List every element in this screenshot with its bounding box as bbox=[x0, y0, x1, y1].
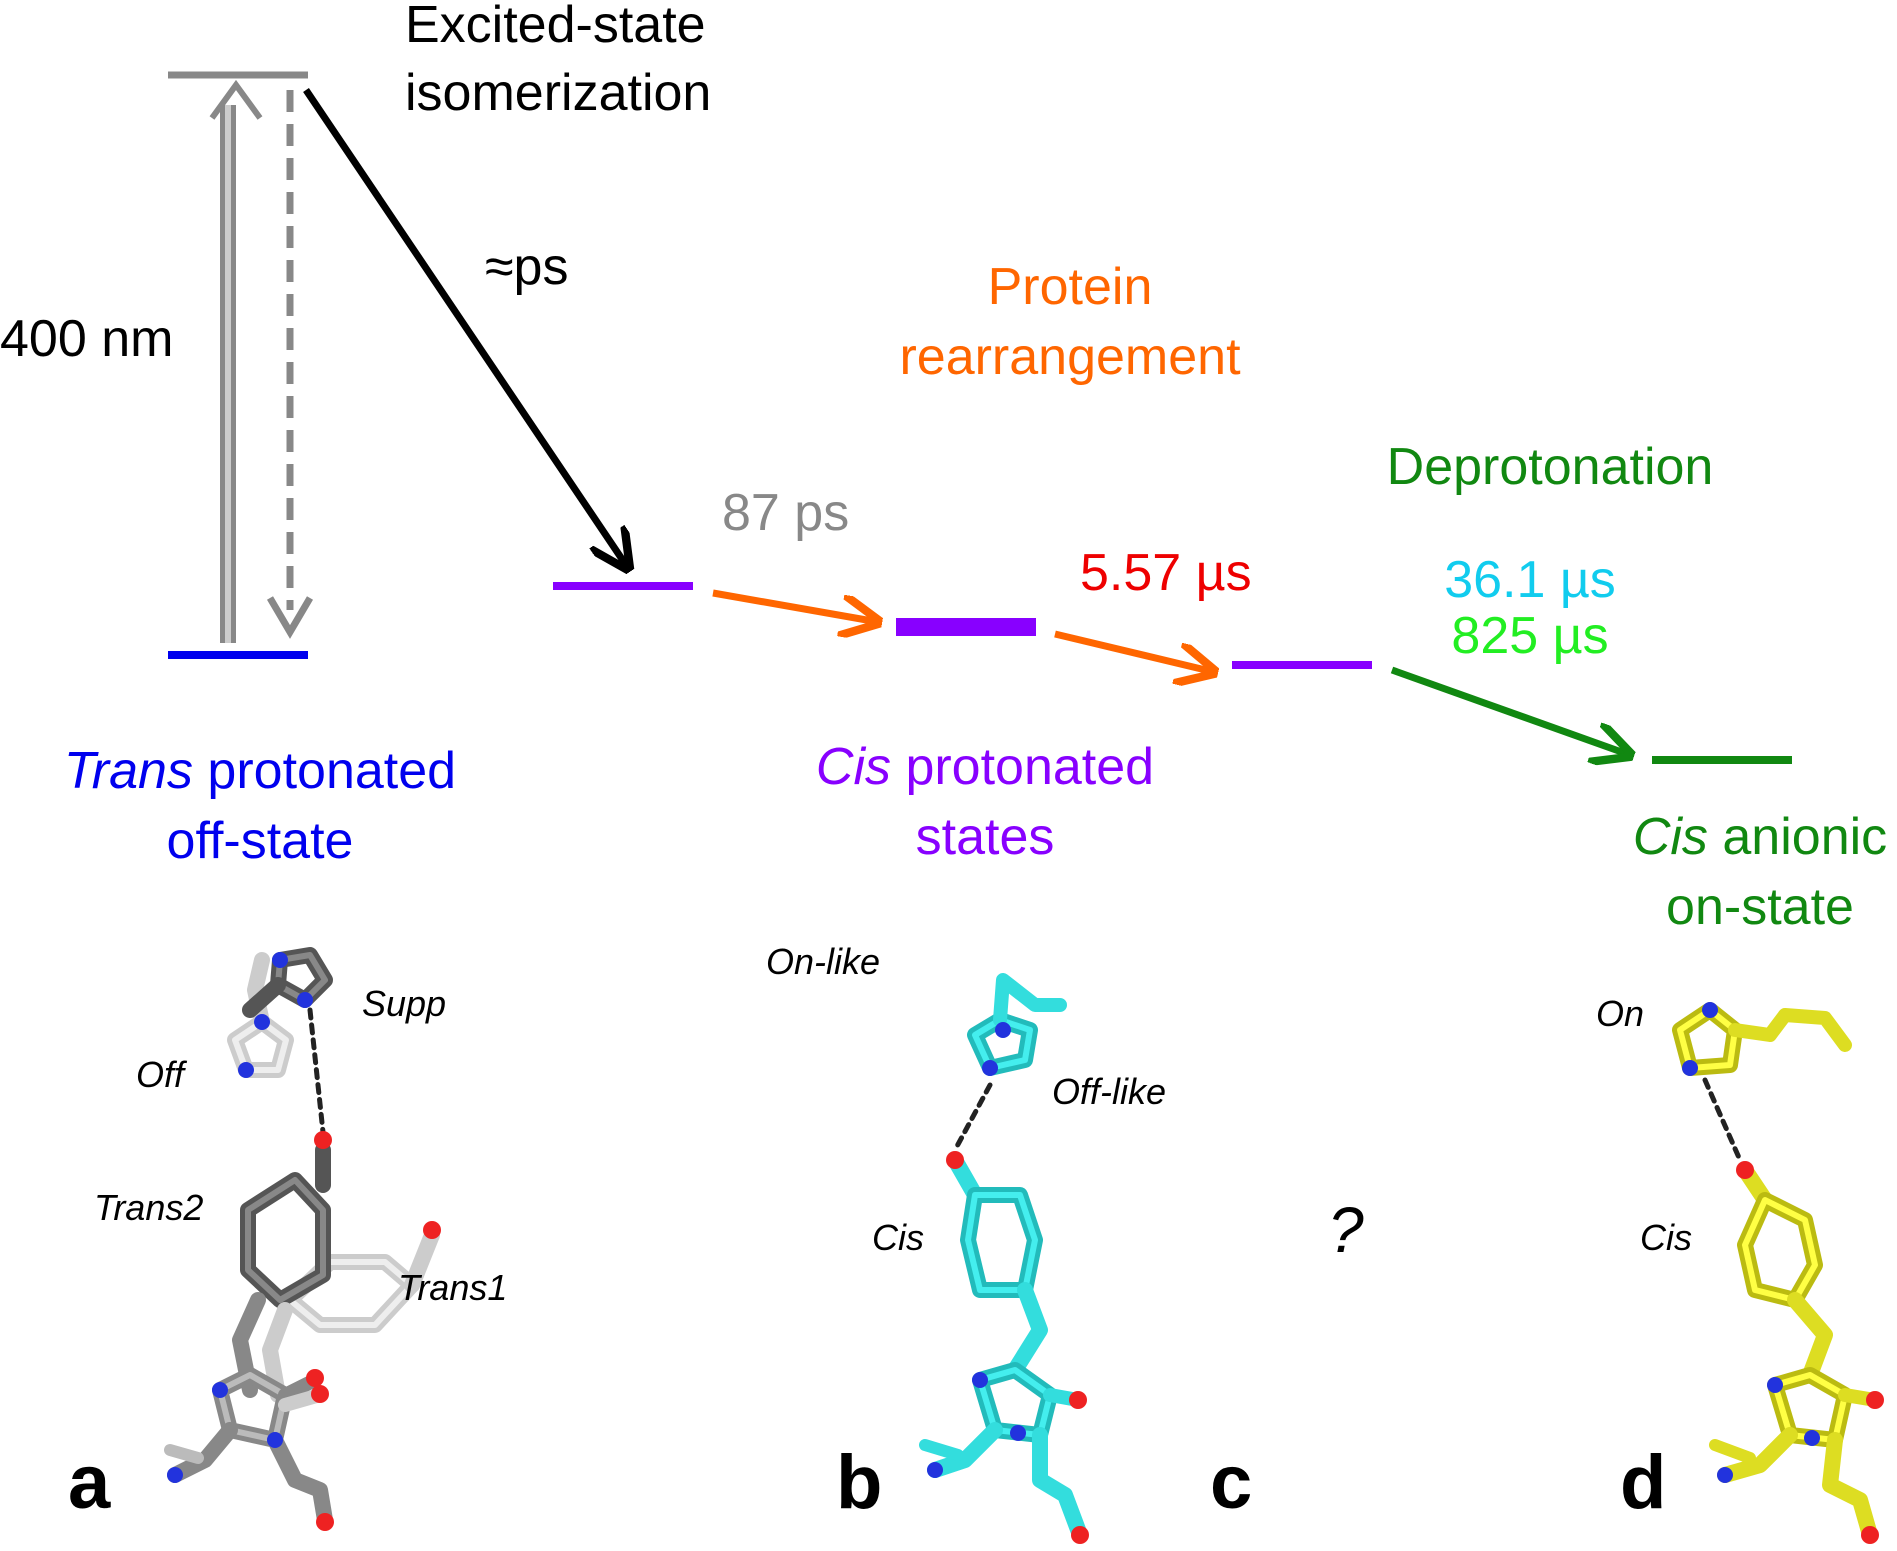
absorption-arrow bbox=[209, 79, 263, 643]
trans-state-label-line2: off-state bbox=[166, 812, 354, 870]
excited-state-label-line1: Excited-state bbox=[405, 0, 706, 54]
structure-a-sticks bbox=[164, 947, 440, 1528]
time-87ps: 87 ps bbox=[722, 484, 850, 542]
cis-protonated-label-line1: Cis protonated bbox=[815, 738, 1155, 796]
label-question: ? bbox=[1328, 1194, 1364, 1266]
cis-anionic-label-line1: Cis anionic bbox=[1632, 808, 1888, 866]
label-trans2: Trans2 bbox=[94, 1187, 204, 1228]
label-off: Off bbox=[136, 1054, 185, 1095]
cis-protonated-label-line2: states bbox=[915, 808, 1055, 866]
rearrangement-arrow-2 bbox=[1054, 630, 1214, 672]
protein-rearrangement-line1: Protein bbox=[987, 258, 1153, 316]
label-on: On bbox=[1596, 993, 1645, 1034]
structure-b-atoms bbox=[927, 1022, 1089, 1544]
panel-letter-d: d bbox=[1620, 1440, 1667, 1525]
structure-d-sticks bbox=[1672, 1002, 1882, 1543]
label-trans1: Trans1 bbox=[398, 1267, 508, 1308]
rearrangement-arrow-1 bbox=[712, 589, 878, 622]
panel-letter-c: c bbox=[1210, 1440, 1253, 1525]
structure-b-sticks bbox=[919, 973, 1088, 1543]
structure-d-atoms bbox=[1682, 1002, 1884, 1544]
time-825us: 825 µs bbox=[1451, 607, 1609, 665]
emission-arrow bbox=[266, 90, 314, 639]
label-cis-d: Cis bbox=[1640, 1217, 1692, 1258]
panel-letter-a: a bbox=[68, 1440, 111, 1525]
wavelength-label: 400 nm bbox=[0, 310, 174, 368]
time-361us: 36.1 µs bbox=[1444, 551, 1616, 609]
label-supp: Supp bbox=[362, 983, 447, 1024]
label-off-like: Off-like bbox=[1052, 1071, 1167, 1112]
panel-letter-b: b bbox=[836, 1440, 883, 1525]
structure-a-atoms bbox=[167, 952, 441, 1531]
isomerization-arrow bbox=[303, 88, 628, 568]
approx-ps-label: ≈ps bbox=[485, 238, 569, 296]
protein-rearrangement-line2: rearrangement bbox=[899, 328, 1241, 386]
label-on-like: On-like bbox=[766, 941, 881, 982]
deprotonation-label: Deprotonation bbox=[1386, 438, 1714, 496]
label-cis-b: Cis bbox=[872, 1217, 924, 1258]
cis-anionic-label-line2: on-state bbox=[1666, 878, 1854, 936]
deprotonation-arrow bbox=[1390, 666, 1630, 755]
trans-state-label-line1: Trans protonated bbox=[63, 742, 457, 800]
excited-state-label-line2: isomerization bbox=[405, 64, 712, 122]
time-557us: 5.57 µs bbox=[1080, 544, 1252, 602]
